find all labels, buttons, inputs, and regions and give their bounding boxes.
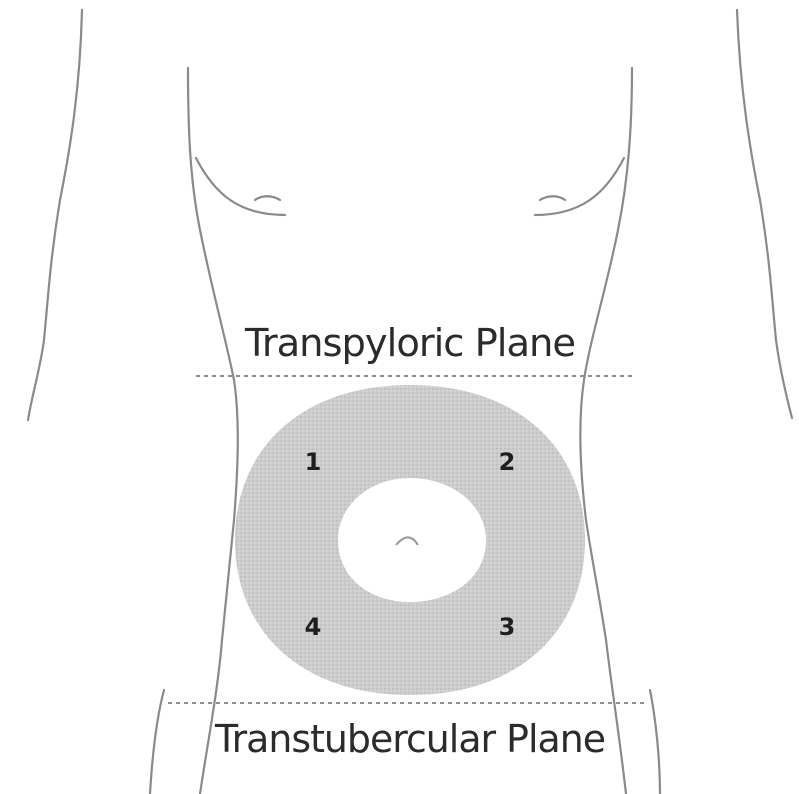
right-chest-curve (535, 158, 624, 215)
quadrant-label-2: 2 (499, 448, 516, 476)
left-nipple-mark (255, 196, 280, 200)
left-chest-curve (196, 158, 285, 215)
right-hip-line (650, 690, 660, 794)
quadrant-label-1: 1 (305, 448, 322, 476)
left-torso-side (188, 68, 238, 794)
left-arm-outline (28, 10, 82, 420)
umbilical-region-ring (235, 385, 585, 695)
transpyloric-plane-label: Transpyloric Plane (244, 321, 575, 365)
right-nipple-mark (540, 196, 565, 200)
left-hip-line (150, 690, 164, 794)
right-arm-outline (737, 10, 792, 418)
transtubercular-plane-label: Transtubercular Plane (214, 717, 605, 761)
right-torso-side (580, 68, 632, 794)
quadrant-label-3: 3 (499, 613, 516, 641)
quadrant-label-4: 4 (305, 613, 322, 641)
navel-mark (396, 537, 418, 545)
